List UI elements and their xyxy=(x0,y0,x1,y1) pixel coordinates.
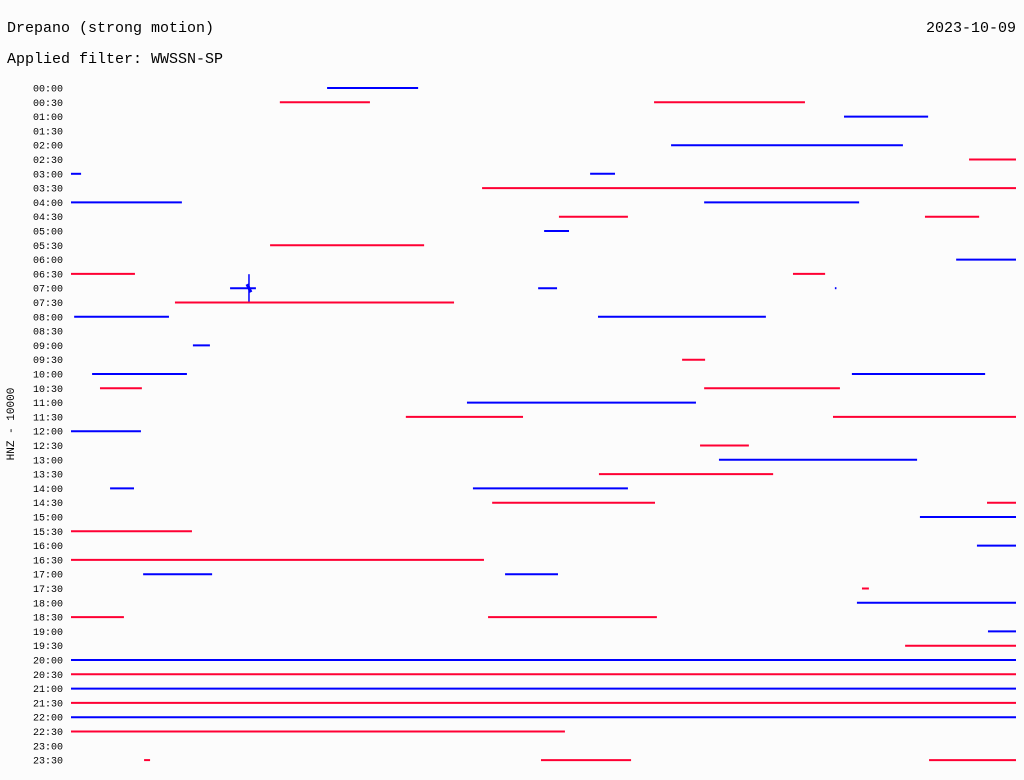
row-time-label: 21:00 xyxy=(33,685,63,696)
row-time-label: 22:00 xyxy=(33,714,63,725)
row-time-label: 11:00 xyxy=(33,399,63,410)
date-label: 2023-10-09 xyxy=(925,20,1016,37)
row-time-label: 17:00 xyxy=(33,571,63,582)
row-time-label: 20:00 xyxy=(33,657,63,668)
row-time-label: 10:00 xyxy=(33,371,63,382)
row-time-label: 23:00 xyxy=(33,742,63,753)
row-time-label: 07:30 xyxy=(33,299,63,310)
event-spike-body xyxy=(245,283,253,293)
row-time-label: 08:30 xyxy=(33,328,63,339)
row-time-label: 22:30 xyxy=(33,728,63,739)
row-time-label: 05:00 xyxy=(33,228,63,239)
row-time-label: 07:00 xyxy=(33,285,63,296)
row-time-label: 20:30 xyxy=(33,671,63,682)
row-time-label: 16:00 xyxy=(33,542,63,553)
row-time-label: 23:30 xyxy=(33,757,63,768)
row-time-label: 12:00 xyxy=(33,428,63,439)
row-time-label: 14:00 xyxy=(33,485,63,496)
row-time-label: 09:30 xyxy=(33,356,63,367)
row-time-label: 01:00 xyxy=(33,113,63,124)
row-time-label: 13:00 xyxy=(33,456,63,467)
row-time-label: 16:30 xyxy=(33,556,63,567)
row-time-label: 02:00 xyxy=(33,142,63,153)
row-time-label: 18:30 xyxy=(33,614,63,625)
row-time-label: 01:30 xyxy=(33,127,63,138)
row-time-label: 15:00 xyxy=(33,514,63,525)
row-time-label: 15:30 xyxy=(33,528,63,539)
row-time-label: 06:30 xyxy=(33,270,63,281)
row-time-label: 03:00 xyxy=(33,170,63,181)
row-time-label: 00:00 xyxy=(33,85,63,96)
row-time-label: 10:30 xyxy=(33,385,63,396)
row-time-label: 19:00 xyxy=(33,628,63,639)
row-time-label: 04:00 xyxy=(33,199,63,210)
row-time-label: 12:30 xyxy=(33,442,63,453)
row-time-label: 00:30 xyxy=(33,99,63,110)
filter-label: Applied filter: WWSSN-SP xyxy=(7,51,224,68)
row-time-label: 18:00 xyxy=(33,599,63,610)
row-time-label: 09:00 xyxy=(33,342,63,353)
row-time-label: 13:30 xyxy=(33,471,63,482)
row-time-label: 02:30 xyxy=(33,156,63,167)
row-time-label: 11:30 xyxy=(33,413,63,424)
row-time-label: 21:30 xyxy=(33,699,63,710)
row-time-label: 14:30 xyxy=(33,499,63,510)
row-time-label: 08:00 xyxy=(33,313,63,324)
row-time-label: 05:30 xyxy=(33,242,63,253)
station-title: Drepano (strong motion) xyxy=(7,20,215,37)
row-time-label: 04:30 xyxy=(33,213,63,224)
row-time-label: 19:30 xyxy=(33,642,63,653)
row-time-label: 06:00 xyxy=(33,256,63,267)
row-time-label: 03:30 xyxy=(33,185,63,196)
row-time-label: 17:30 xyxy=(33,585,63,596)
